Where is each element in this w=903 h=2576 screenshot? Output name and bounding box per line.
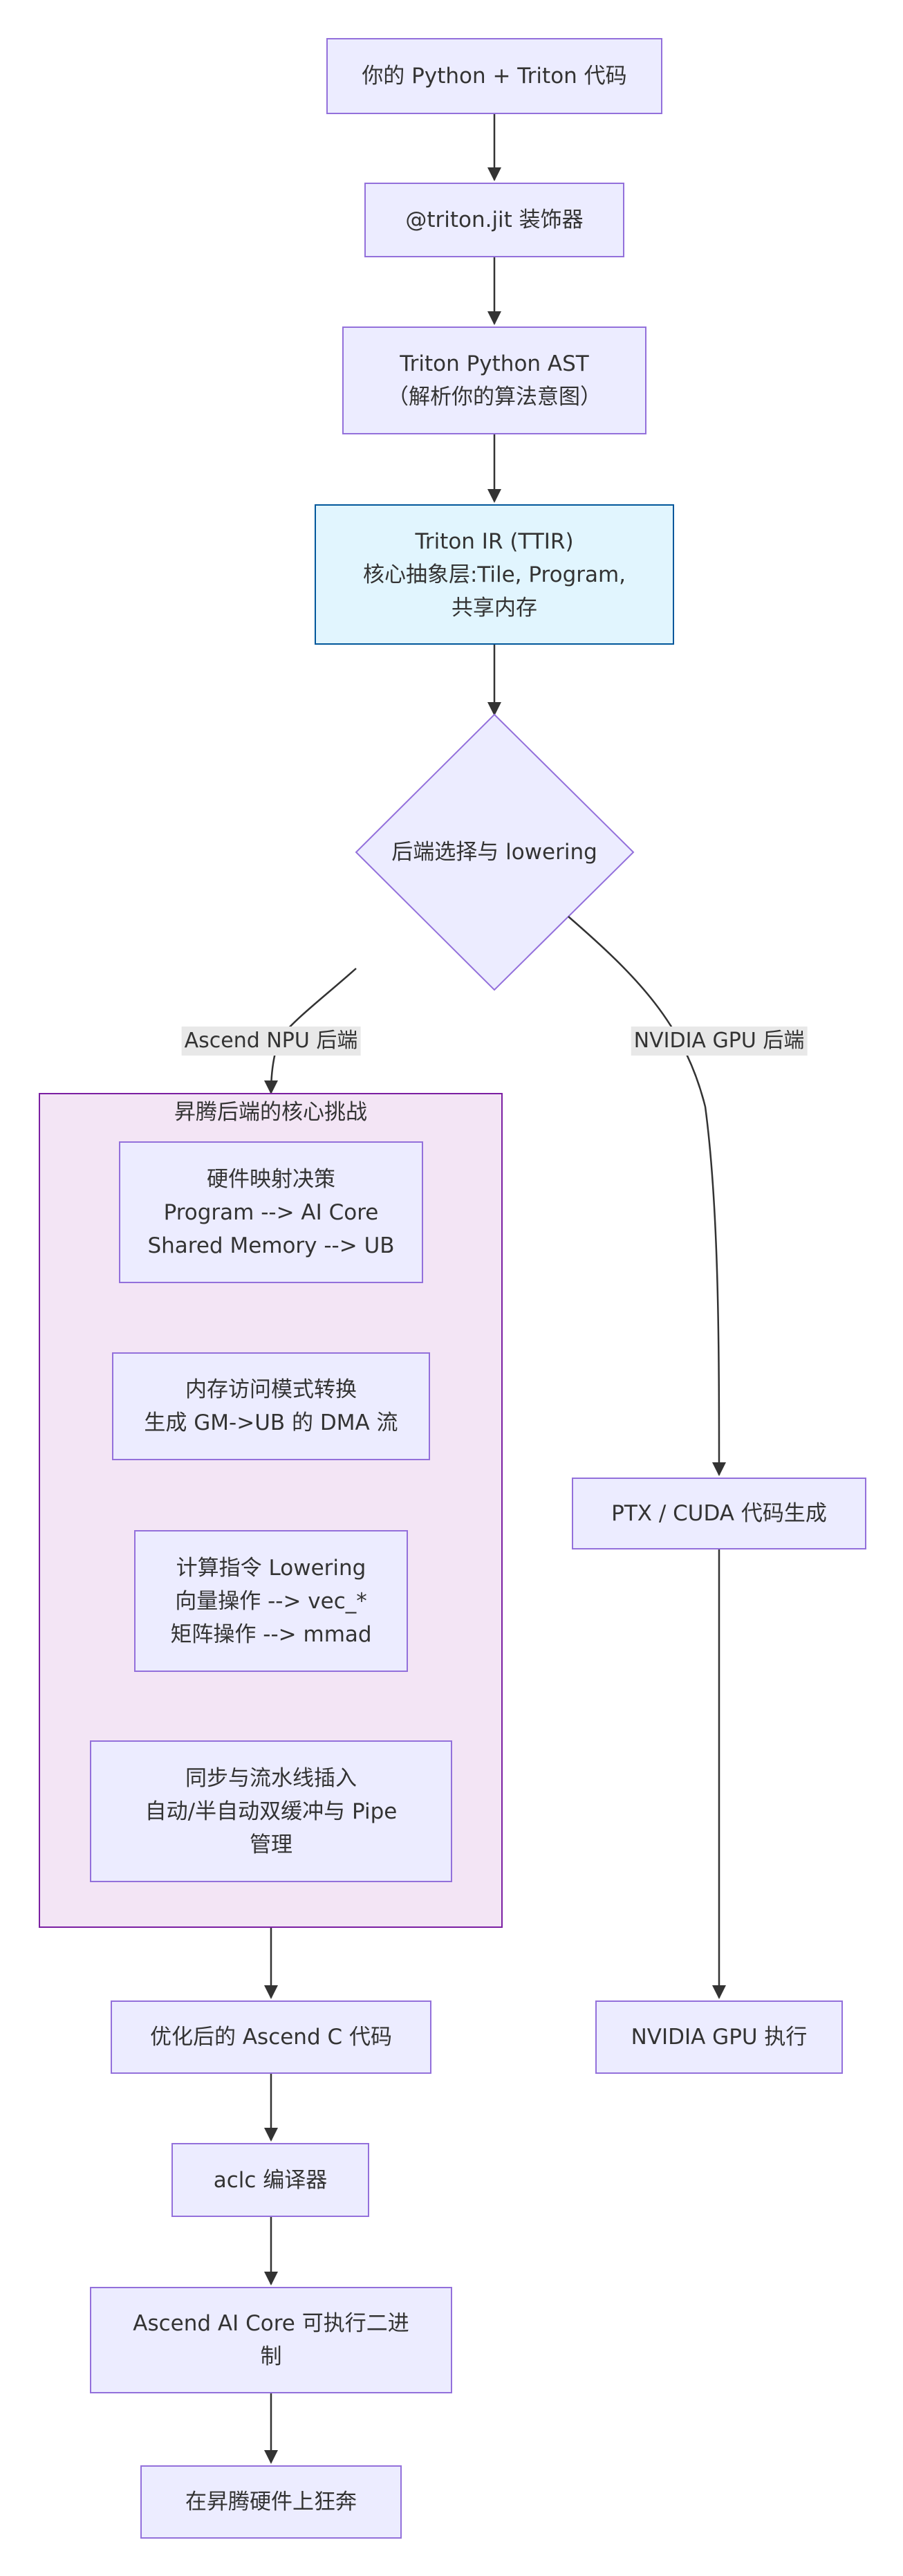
node-python-ast-line1: Triton Python AST (400, 351, 589, 376)
node-triton-ir-line3: 共享内存 (452, 595, 537, 620)
node-ascend-binary: Ascend AI Core 可执行二进 制 (90, 2287, 452, 2393)
cluster-title: 昇腾后端的核心挑战 (174, 1100, 367, 1125)
node-compute-lowering-line2: 向量操作 --> vec_* (175, 1588, 367, 1614)
backend-selection-label: 后端选择与 lowering (391, 840, 597, 865)
edge-backend-gpu (568, 916, 726, 1476)
node-sync-pipeline-line2: 自动/半自动双缓冲与 Pipe (145, 1798, 398, 1824)
node-memory-access-line1: 内存访问模式转换 (185, 1377, 357, 1402)
node-aclc-compiler: aclc 编译器 (171, 2143, 369, 2217)
node-compute-lowering: 计算指令 Lowering 向量操作 --> vec_* 矩阵操作 --> mm… (134, 1530, 408, 1672)
edge-label-nvidia-gpu: NVIDIA GPU 后端 (631, 1027, 808, 1056)
node-triton-ir-line1: Triton IR (TTIR) (415, 528, 574, 554)
node-nvidia-run: NVIDIA GPU 执行 (595, 2000, 843, 2074)
node-ascend-binary-line2: 制 (260, 2344, 282, 2369)
node-ascend-run-text: 在昇腾硬件上狂奔 (185, 2490, 357, 2514)
backend-diamond (355, 713, 635, 991)
node-sync-pipeline-line1: 同步与流水线插入 (185, 1765, 357, 1791)
node-compute-lowering-line3: 矩阵操作 --> mmad (170, 1621, 372, 1647)
node-memory-access-line2: 生成 GM->UB 的 DMA 流 (144, 1410, 398, 1435)
node-python-ast-line2: （解析你的算法意图） (387, 385, 602, 410)
node-sync-pipeline: 同步与流水线插入 自动/半自动双缓冲与 Pipe 管理 (90, 1740, 452, 1882)
node-ascend-run: 在昇腾硬件上狂奔 (140, 2465, 402, 2539)
node-aclc-compiler-text: aclc 编译器 (213, 2167, 328, 2193)
node-python-ast: Triton Python AST （解析你的算法意图） (342, 326, 646, 434)
node-nvidia-run-text: NVIDIA GPU 执行 (631, 2025, 808, 2050)
node-ptx-cuda: PTX / CUDA 代码生成 (572, 1478, 866, 1549)
node-ascend-c-text: 优化后的 Ascend C 代码 (149, 2025, 392, 2050)
node-ascend-binary-line1: Ascend AI Core 可执行二进 (133, 2311, 409, 2336)
node-hardware-mapping: 硬件映射决策 Program --> AI Core Shared Memory… (119, 1141, 423, 1283)
node-triton-jit-text: @triton.jit 装饰器 (405, 208, 584, 232)
node-triton-jit: @triton.jit 装饰器 (364, 183, 624, 257)
node-triton-ir: Triton IR (TTIR) 核心抽象层:Tile, Program, 共享… (315, 504, 674, 645)
node-source-code: 你的 Python + Triton 代码 (326, 38, 662, 114)
node-hardware-mapping-line1: 硬件映射决策 (206, 1166, 335, 1192)
edge-label-ascend-npu: Ascend NPU 后端 (181, 1027, 361, 1056)
node-source-code-text: 你的 Python + Triton 代码 (362, 64, 627, 89)
node-ptx-cuda-text: PTX / CUDA 代码生成 (611, 1501, 827, 1526)
node-hardware-mapping-line3: Shared Memory --> UB (147, 1233, 395, 1258)
node-triton-ir-line2: 核心抽象层:Tile, Program, (362, 562, 626, 587)
node-compute-lowering-line1: 计算指令 Lowering (176, 1555, 366, 1581)
node-ascend-c: 优化后的 Ascend C 代码 (111, 2000, 431, 2074)
node-memory-access: 内存访问模式转换 生成 GM->UB 的 DMA 流 (112, 1352, 430, 1460)
node-hardware-mapping-line2: Program --> AI Core (163, 1199, 379, 1225)
node-sync-pipeline-line3: 管理 (250, 1832, 292, 1857)
